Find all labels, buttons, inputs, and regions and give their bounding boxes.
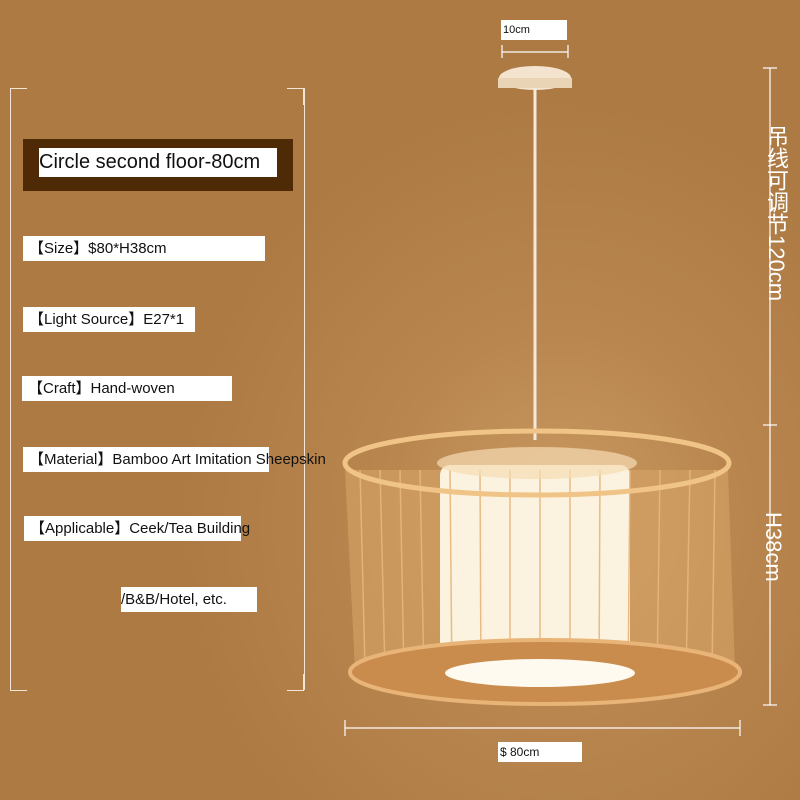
product-title: Circle second floor-80cm xyxy=(39,148,277,177)
width-dimension-line xyxy=(344,720,741,736)
cable-length-label: 吊线可调节120cm xyxy=(764,125,789,302)
corner-ornament-icon xyxy=(287,674,304,691)
spec-craft: 【Craft】Hand-woven xyxy=(22,376,232,401)
corner-ornament-icon xyxy=(10,674,27,691)
corner-ornament-icon xyxy=(10,88,27,105)
lamp-height-label: H38cm xyxy=(761,512,786,582)
corner-ornament-icon xyxy=(287,88,304,105)
lamp-width-label: $ 80cm xyxy=(498,742,582,762)
decorative-frame xyxy=(10,88,305,690)
spec-size: 【Size】$80*H38cm xyxy=(23,236,265,261)
canopy-dimension-line xyxy=(501,45,569,58)
lamp-top-rim xyxy=(342,428,732,498)
spec-applicable: 【Applicable】Ceek/Tea Building xyxy=(24,516,250,541)
height-dimension-line xyxy=(763,67,777,706)
spec-applicable-cont: /B&B/Hotel, etc. xyxy=(121,587,257,612)
inner-shade xyxy=(440,465,630,660)
spec-material: 【Material】Bamboo Art Imitation Sheepskin xyxy=(23,447,326,472)
spec-light-source: 【Light Source】E27*1 xyxy=(23,307,195,332)
canopy-width-label: 10cm xyxy=(501,20,567,40)
lamp-bottom-opening xyxy=(445,659,635,687)
